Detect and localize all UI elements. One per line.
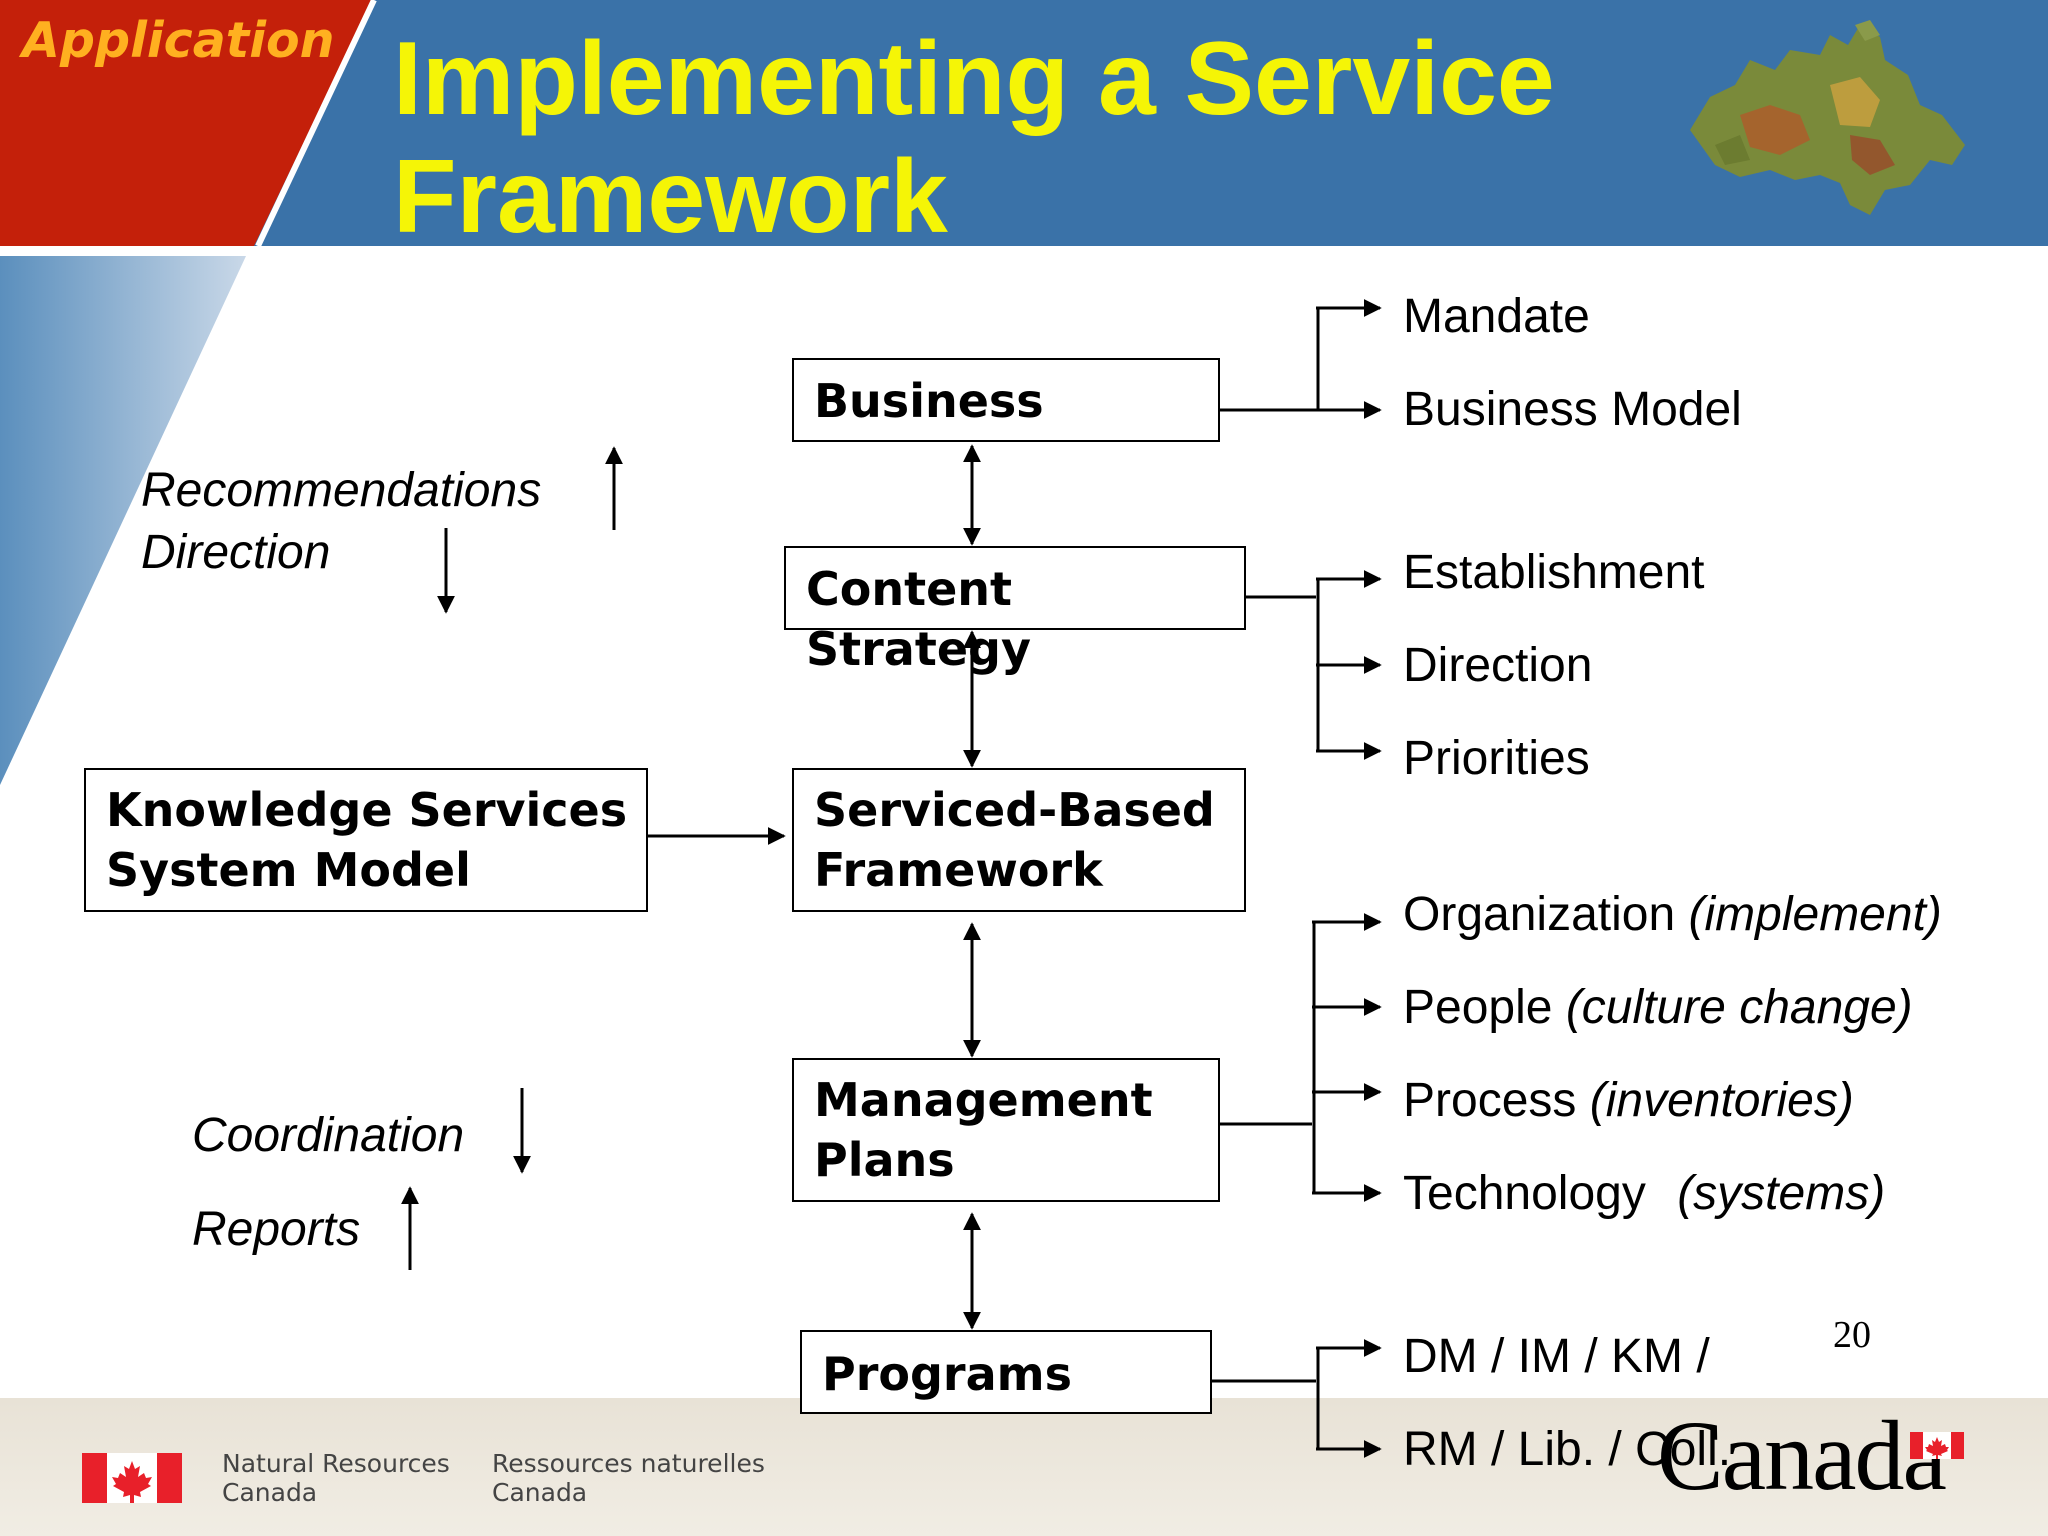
canada-wordmark: Canada <box>1657 1400 1947 1511</box>
title-line-2: Framework <box>393 139 948 255</box>
serviced-based-framework-box: Serviced-Based Framework <box>792 768 1246 912</box>
canada-flag-icon <box>82 1453 182 1503</box>
establishment-label: Establishment <box>1403 546 1705 599</box>
wordmark-flag-icon <box>1910 1432 1964 1459</box>
dept-name-fr: Ressources naturelles Canada <box>492 1449 765 1507</box>
dept-fr-line-2: Canada <box>492 1478 588 1507</box>
content-strategy-box: Content Strategy <box>784 546 1246 676</box>
recommendations-label: Recommendations <box>141 464 542 517</box>
dm-im-km-label: DM / IM / KM / <box>1403 1330 1710 1383</box>
mandate-label: Mandate <box>1403 290 1590 343</box>
coordination-label: Coordination <box>192 1109 465 1162</box>
people-label: People (culture change) <box>1403 978 1913 1038</box>
dept-en-line-2: Canada <box>222 1478 318 1507</box>
canada-map-icon <box>1690 20 1965 215</box>
serviced-based-label-1: Serviced-Based <box>814 783 1215 837</box>
process-label: Process (inventories) <box>1403 1071 1854 1131</box>
people-note: (culture change) <box>1565 981 1913 1034</box>
technology-note: (systems) <box>1677 1167 1886 1220</box>
programs-label: Programs <box>822 1347 1072 1401</box>
knowledge-services-box: Knowledge Services System Model <box>84 768 648 912</box>
process-note: (inventories) <box>1589 1074 1854 1127</box>
management-label-2: Plans <box>814 1133 955 1187</box>
dept-name-en: Natural Resources Canada <box>222 1449 450 1507</box>
header-red-corner <box>0 0 372 246</box>
process-text: Process <box>1403 1074 1577 1127</box>
content-strategy-label: Content Strategy <box>806 562 1031 676</box>
header-divider-line <box>255 0 377 248</box>
priorities-label: Priorities <box>1403 732 1590 785</box>
technology-label: Technology (systems) <box>1403 1164 1885 1224</box>
side-wedge <box>0 256 246 785</box>
page-number: 20 <box>1833 1314 1871 1356</box>
organization-label: Organization (implement) <box>1403 885 1942 945</box>
business-box: Business <box>792 358 1220 442</box>
direction-side-label: Direction <box>141 526 331 579</box>
direction-label: Direction <box>1403 639 1593 692</box>
management-plans-box: Management Plans <box>792 1058 1220 1202</box>
dept-en-line-1: Natural Resources <box>222 1449 450 1478</box>
page-title: Implementing a Service Framework <box>393 20 1555 256</box>
technology-text: Technology <box>1403 1167 1646 1220</box>
knowledge-label-1: Knowledge Services <box>106 783 628 837</box>
programs-box: Programs <box>800 1330 1212 1414</box>
serviced-based-label-2: Framework <box>814 843 1103 897</box>
business-model-label: Business Model <box>1403 383 1742 436</box>
section-label: Application <box>22 12 335 69</box>
people-text: People <box>1403 981 1553 1034</box>
footer-band <box>0 1398 2048 1536</box>
dept-fr-line-1: Ressources naturelles <box>492 1449 765 1478</box>
organization-text: Organization <box>1403 888 1676 941</box>
reports-label: Reports <box>192 1203 361 1256</box>
rm-lib-coll-label: RM / Lib. / Coll. <box>1403 1423 1732 1476</box>
organization-note: (implement) <box>1688 888 1942 941</box>
knowledge-label-2: System Model <box>106 843 471 897</box>
management-label-1: Management <box>814 1073 1153 1127</box>
business-label: Business <box>814 374 1044 428</box>
title-line-1: Implementing a Service <box>393 21 1555 137</box>
